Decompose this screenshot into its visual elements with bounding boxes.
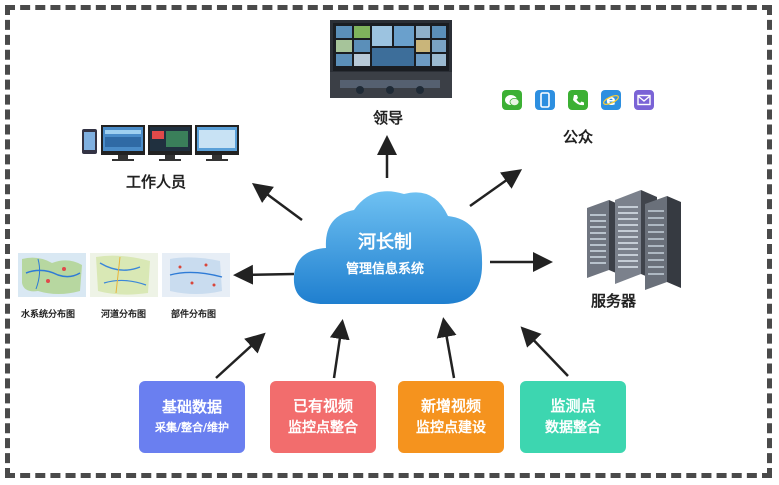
center-subtitle: 管理信息系统 <box>345 262 424 277</box>
phone-icon <box>568 90 588 110</box>
server-rack-image <box>587 190 681 290</box>
arrow-from-basic-data <box>215 332 266 379</box>
input-monitoring-box: 监测点 数据整合 <box>520 381 626 453</box>
arrow-from-new-video <box>436 317 457 379</box>
input-basic-data-title: 基础数据 <box>161 398 222 416</box>
map-label-component: 部件分布图 <box>171 310 217 320</box>
staff-label: 工作人员 <box>126 173 187 191</box>
video-wall-image <box>330 20 452 98</box>
input-monitoring-title: 监测点 <box>550 397 596 415</box>
input-existing-video-subtitle: 监控点整合 <box>288 420 358 436</box>
input-basic-data-subtitle: 采集/整合/维护 <box>154 421 230 434</box>
arrow-from-monitoring <box>520 326 569 377</box>
map-label-river: 河道分布图 <box>101 310 147 320</box>
arrow-from-existing-video <box>329 319 350 379</box>
input-existing-video-title: 已有视频 <box>292 397 353 415</box>
component-map-image <box>162 253 230 297</box>
dashed-border-frame <box>5 5 772 478</box>
arrow-to-maps <box>233 264 295 285</box>
browser-icon: e <box>601 90 621 110</box>
servers-label: 服务器 <box>591 292 637 310</box>
input-monitoring-subtitle: 数据整合 <box>545 420 601 436</box>
input-existing-video-box: 已有视频 监控点整合 <box>270 381 376 453</box>
svg-text:e: e <box>606 93 616 109</box>
public-label: 公众 <box>563 128 594 146</box>
arrow-to-public <box>469 169 523 208</box>
cloud-shape <box>293 191 483 304</box>
wechat-icon <box>502 90 522 110</box>
input-new-video-title: 新增视频 <box>420 397 481 415</box>
mobile-icon <box>535 90 555 110</box>
input-basic-data-box: 基础数据 采集/整合/维护 <box>139 381 245 453</box>
water-system-map-image <box>18 253 86 297</box>
email-icon <box>634 90 654 110</box>
input-new-video-subtitle: 监控点建设 <box>416 420 486 436</box>
workstation-monitors-image <box>82 125 239 161</box>
map-label-water-system: 水系统分布图 <box>21 310 76 320</box>
input-new-video-box: 新增视频 监控点建设 <box>398 381 504 453</box>
arrow-to-staff <box>251 183 303 222</box>
leaders-label: 领导 <box>373 109 404 127</box>
center-title: 河长制 <box>358 232 412 253</box>
river-map-image <box>90 253 158 297</box>
